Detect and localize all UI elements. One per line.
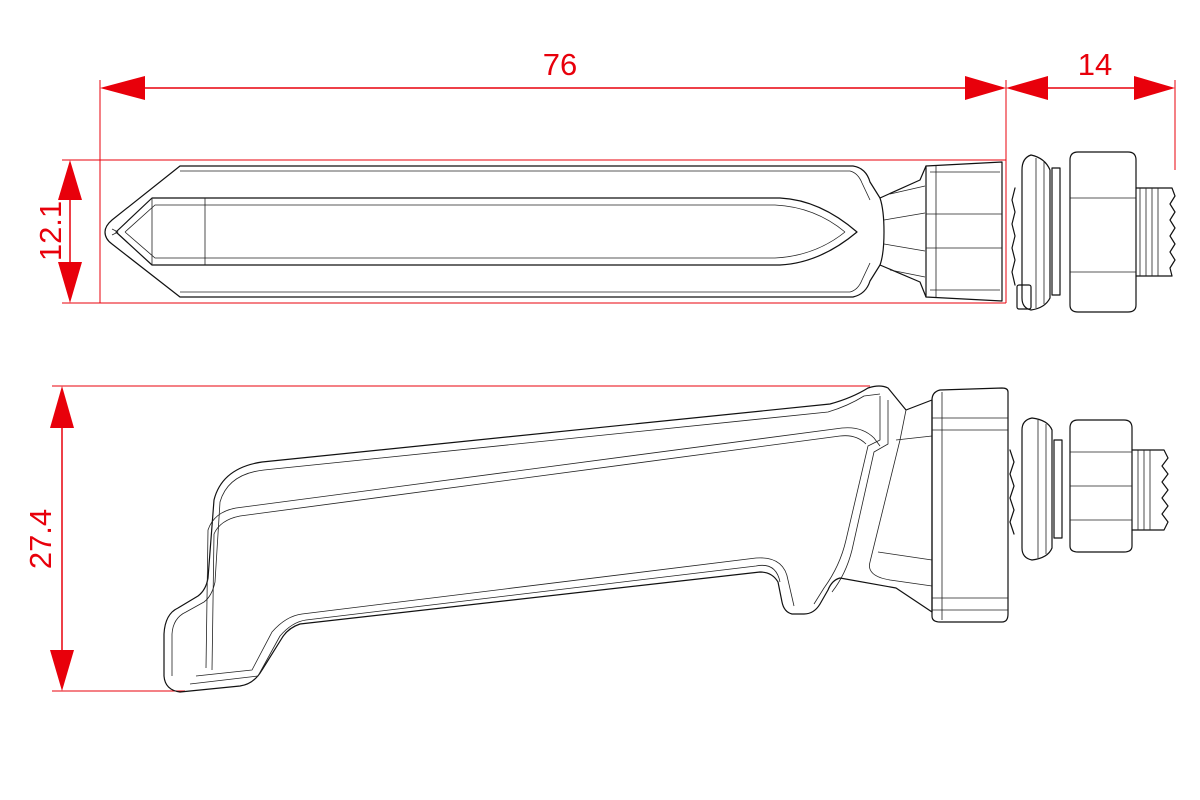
side-view-bolt	[1131, 449, 1169, 531]
dimension-label-height: 27.4	[23, 509, 58, 569]
top-view-lens	[115, 197, 858, 266]
side-view-nut	[1069, 419, 1133, 553]
side-view-body-outline	[163, 385, 933, 693]
top-view-nut	[1069, 151, 1137, 313]
dimension-thread-14	[1006, 76, 1176, 170]
side-view	[163, 385, 1169, 693]
dimension-width-12-1	[58, 159, 1006, 304]
top-view-bolt	[1135, 187, 1176, 277]
dimension-length-76	[99, 76, 1007, 303]
dimension-label-width: 12.1	[33, 201, 68, 261]
dimension-label-length: 76	[543, 47, 577, 82]
top-view-thread	[1011, 154, 1061, 311]
dimension-height-27-4	[50, 385, 870, 692]
side-view-thread	[1009, 417, 1063, 561]
side-view-base	[931, 387, 1009, 623]
dimension-lines	[50, 76, 1176, 692]
dimension-label-thread: 14	[1078, 47, 1112, 82]
top-view-body-outline	[104, 161, 1003, 302]
top-view	[104, 151, 1176, 313]
